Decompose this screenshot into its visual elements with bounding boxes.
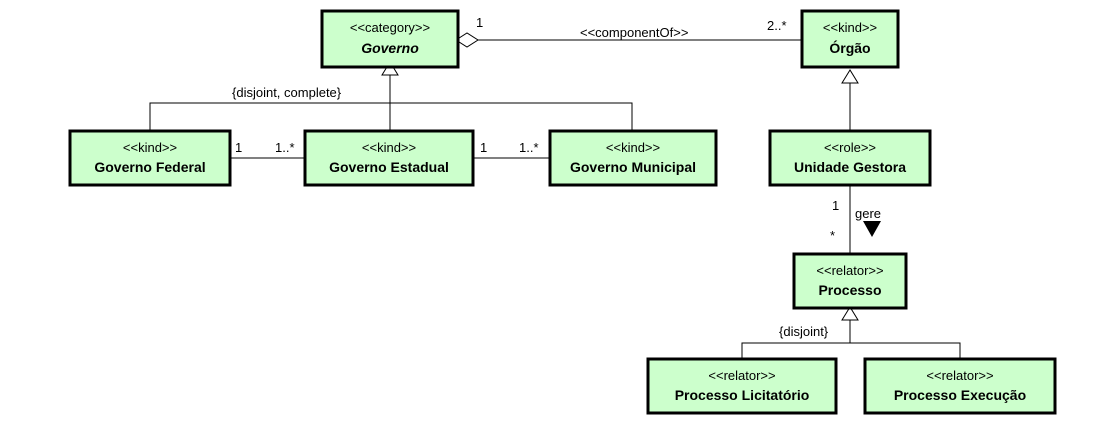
class-governo-stereotype: <<category>> <box>350 20 430 35</box>
class-governo-estadual-name: Governo Estadual <box>329 159 449 175</box>
class-orgao[interactable]: <<kind>> Órgão <box>800 9 900 69</box>
class-unidade-gestora[interactable]: <<role>> Unidade Gestora <box>768 129 932 187</box>
municipal-multiplicity: 1..* <box>519 140 539 155</box>
class-governo-federal-name: Governo Federal <box>94 159 205 175</box>
class-governo-federal-stereotype: <<kind>> <box>123 140 177 155</box>
gere-label: gere <box>855 206 881 221</box>
disjoint-constraint: {disjoint} <box>779 324 829 339</box>
processo-multiplicity: * <box>830 228 835 243</box>
class-processo-execucao-stereotype: <<relator>> <box>926 368 993 383</box>
class-governo[interactable]: <<category>> Governo <box>320 9 460 69</box>
class-processo-name: Processo <box>818 282 881 298</box>
governo-multiplicity: 1 <box>476 15 483 30</box>
class-governo-municipal[interactable]: <<kind>> Governo Municipal <box>548 129 718 187</box>
class-processo[interactable]: <<relator>> Processo <box>792 252 908 310</box>
class-unidade-gestora-name: Unidade Gestora <box>794 159 906 175</box>
aggregation-diamond-icon <box>455 32 479 48</box>
federal-multiplicity: 1 <box>235 140 242 155</box>
class-orgao-name: Órgão <box>829 39 870 56</box>
class-processo-licitatorio-name: Processo Licitatório <box>675 387 810 403</box>
class-governo-estadual-stereotype: <<kind>> <box>362 140 416 155</box>
class-processo-licitatorio[interactable]: <<relator>> Processo Licitatório <box>646 357 838 415</box>
unidade-gestora-multiplicity: 1 <box>832 198 839 213</box>
class-processo-stereotype: <<relator>> <box>816 263 883 278</box>
class-processo-execucao[interactable]: <<relator>> Processo Execução <box>863 357 1057 415</box>
estadual-multiplicity-municipal-end: 1 <box>480 140 487 155</box>
class-governo-federal[interactable]: <<kind>> Governo Federal <box>68 129 232 187</box>
class-governo-municipal-stereotype: <<kind>> <box>606 140 660 155</box>
generalization-line-processo-subtypes <box>741 342 961 359</box>
generalization-triangle-orgao-icon <box>841 69 859 84</box>
component-of-label: <<componentOf>> <box>580 25 688 40</box>
class-orgao-stereotype: <<kind>> <box>823 20 877 35</box>
class-processo-execucao-name: Processo Execução <box>894 387 1026 403</box>
class-governo-estadual[interactable]: <<kind>> Governo Estadual <box>303 129 475 187</box>
class-governo-municipal-name: Governo Municipal <box>570 159 696 175</box>
class-processo-licitatorio-stereotype: <<relator>> <box>708 368 775 383</box>
estadual-multiplicity-federal-end: 1..* <box>275 140 295 155</box>
generalization-set-constraint: {disjoint, complete} <box>232 85 342 100</box>
orgao-multiplicity: 2..* <box>767 18 787 33</box>
generalization-line-governo-federal <box>149 102 633 130</box>
class-unidade-gestora-stereotype: <<role>> <box>824 140 876 155</box>
generalization-triangle-processo-icon <box>841 306 859 321</box>
reading-direction-arrow-icon <box>863 221 881 237</box>
class-governo-name: Governo <box>361 40 419 56</box>
